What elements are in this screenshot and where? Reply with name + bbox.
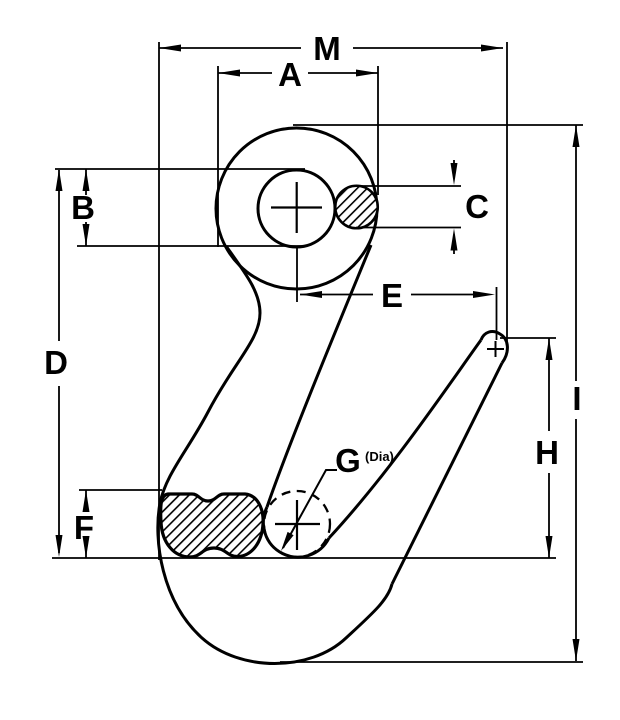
tip-cap — [479, 330, 509, 364]
arrowhead-left — [159, 44, 181, 52]
label-G: G — [335, 442, 361, 479]
dimension-B: B — [55, 168, 305, 247]
arrowhead-leader — [281, 531, 294, 551]
dimension-I: I — [280, 124, 583, 663]
arrowhead-up — [572, 125, 580, 147]
label-C: C — [465, 188, 489, 225]
label-I: I — [572, 380, 581, 417]
dimension-A: A — [217, 56, 379, 247]
dimension-H: H — [500, 337, 559, 558]
label-B: B — [71, 189, 95, 226]
arrowhead-down — [545, 536, 553, 558]
latch-outer-edge — [390, 362, 504, 585]
label-E: E — [381, 277, 403, 314]
dimension-E: E — [296, 248, 498, 340]
seat-bowl-arc — [261, 506, 331, 559]
eye-section-hatch-circle — [333, 184, 380, 230]
arrowhead-up — [545, 338, 553, 360]
arrowhead-up — [450, 228, 458, 251]
arrowhead-right — [481, 44, 503, 52]
arrowhead-down — [55, 535, 63, 557]
arrowhead-left — [300, 291, 322, 298]
arrowhead-down — [450, 163, 458, 185]
arrowhead-left — [218, 69, 240, 77]
dimension-G: G (Dia) — [281, 442, 394, 551]
dimension-D: D — [44, 169, 68, 557]
dimension-C: C — [356, 160, 489, 254]
label-H: H — [535, 434, 559, 471]
label-M: M — [313, 30, 341, 67]
dimension-M: M — [158, 30, 508, 560]
label-A: A — [278, 56, 302, 93]
label-D: D — [44, 344, 68, 381]
tip-center-mark — [487, 341, 504, 357]
label-G-dia: (Dia) — [365, 449, 394, 464]
dimension-F: F — [74, 489, 162, 558]
eye-center-mark — [271, 182, 322, 233]
arrowhead-up — [55, 169, 63, 191]
throat-inner-edge — [265, 244, 373, 508]
grip-center-mark — [275, 500, 320, 550]
bow-cross-section-hatch — [159, 492, 265, 559]
arrowhead-down — [82, 536, 90, 558]
latch-inner-edge — [327, 339, 483, 540]
arrowhead-right — [473, 291, 495, 298]
arrowhead-down — [572, 639, 580, 661]
arrowhead-up — [82, 169, 90, 191]
hook-body-outline — [156, 126, 509, 665]
arrowhead-down — [82, 224, 90, 246]
label-F: F — [74, 509, 94, 546]
center-marks — [271, 182, 504, 550]
arrowhead-right — [356, 69, 378, 77]
arrowhead-up — [82, 490, 90, 512]
